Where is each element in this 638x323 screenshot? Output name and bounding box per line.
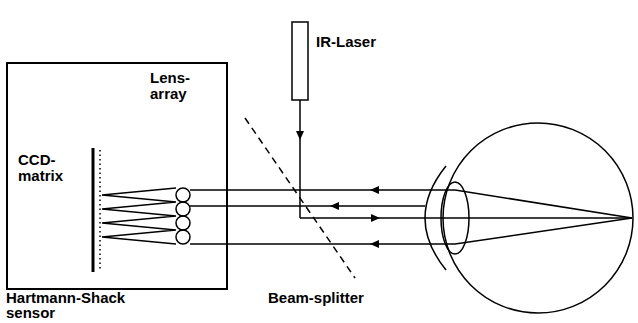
eye-ray xyxy=(430,189,455,191)
part-label: IR-Laser xyxy=(316,34,406,50)
laser-beam xyxy=(299,100,301,218)
part-label: Lens- array xyxy=(150,70,204,102)
arrowhead xyxy=(330,202,339,210)
laser-beam xyxy=(300,217,632,219)
lenslet xyxy=(176,216,190,230)
eye-ray xyxy=(455,218,632,244)
arrowhead xyxy=(370,186,379,194)
beam-splitter xyxy=(245,118,355,278)
eye-globe xyxy=(443,123,633,313)
lenslet xyxy=(176,230,190,244)
returning-ray xyxy=(190,243,430,245)
part-label: CCD- matrix xyxy=(18,152,80,184)
eye-ray xyxy=(430,243,455,245)
lenslet xyxy=(176,202,190,216)
eye-ray xyxy=(455,190,632,218)
part-label: Beam-splitter xyxy=(268,290,398,306)
ccd-pixels xyxy=(99,150,101,270)
ccd-matrix xyxy=(92,148,95,272)
arrowhead xyxy=(370,240,379,248)
returning-ray xyxy=(190,205,425,207)
node-heading: Hartmann-Shack sensor xyxy=(6,290,136,320)
lenslet xyxy=(176,188,190,202)
returning-ray xyxy=(190,189,430,191)
laser-housing xyxy=(292,22,308,100)
arrowhead xyxy=(296,131,304,140)
focus-cones xyxy=(102,188,176,244)
cornea xyxy=(425,166,446,270)
arrowhead xyxy=(371,214,380,222)
eye-lens xyxy=(441,182,469,254)
